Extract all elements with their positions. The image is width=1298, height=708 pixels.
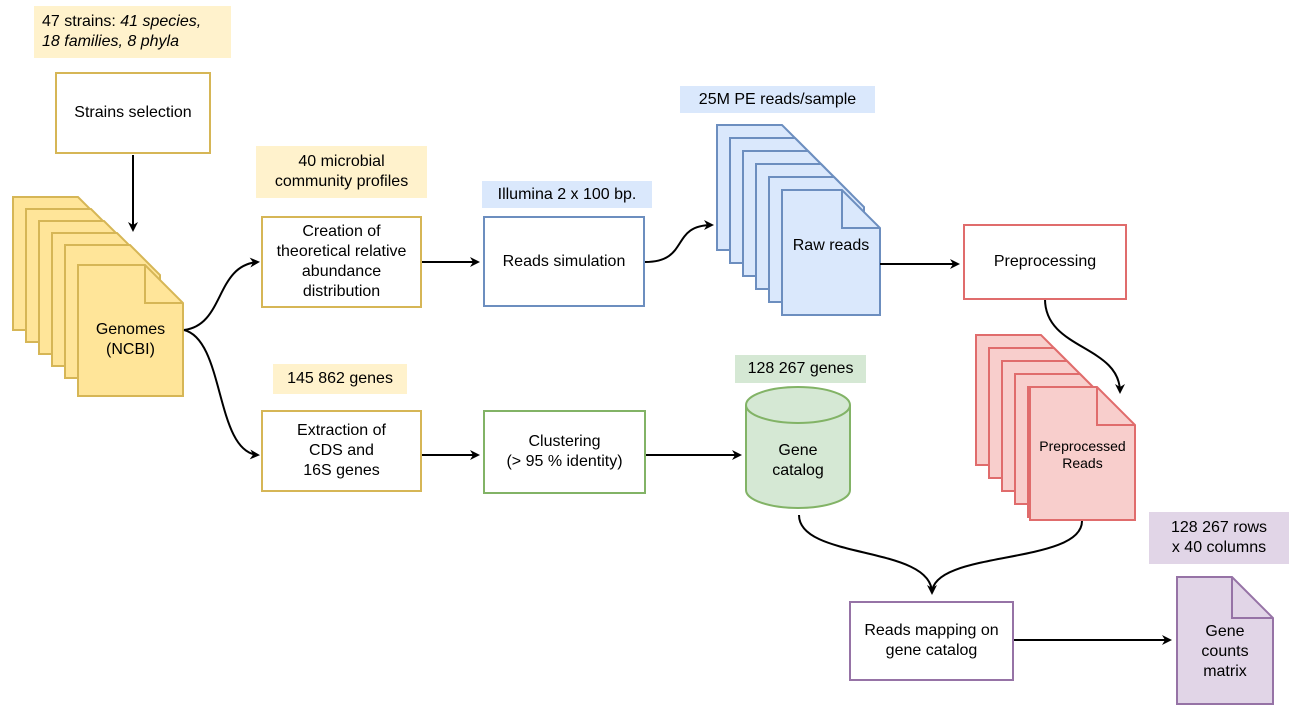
community-profiles-tag: 40 microbial community profiles [256,146,427,198]
genes-count-tag: 145 862 genes [273,364,407,394]
strains-species-text: 41 species, [120,13,202,30]
gene-catalog-database-icon [745,386,851,509]
matrix-size-tag: 128 267 rows x 40 columns [1149,512,1289,564]
connectors [128,155,1172,645]
preprocessed-reads-label: Preprocessed Reads [1039,437,1126,472]
raw-reads-label: Raw reads [792,237,870,254]
strains-count-tag: 47 strains: 41 species, 18 families, 8 p… [34,6,231,58]
gene-catalog-label: Gene catalog [772,442,824,479]
preprocessed-reads-document-stack-icon [975,334,1136,521]
raw-reads-document-stack-icon [716,124,881,316]
arrow-preprocessing-to-preprocessed [1044,298,1125,394]
reads-simulation-box[interactable]: Reads simulation [483,216,645,307]
reads-per-sample-tag: 25M PE reads/sample [680,86,875,113]
preprocessing-box[interactable]: Preprocessing [963,224,1127,300]
strains-families-text: 18 families, 8 phyla [42,33,179,50]
genomes-document-stack-icon [12,196,184,397]
illumina-tag: Illumina 2 x 100 bp. [482,181,652,208]
arrow-genomes-to-creation [183,257,260,331]
arrow-genomes-to-extraction [183,329,260,460]
arrow-preprocessed-to-mapping [931,520,1083,594]
reads-mapping-box[interactable]: Reads mapping on gene catalog [849,601,1014,681]
extraction-box[interactable]: Extraction of CDS and 16S genes [261,410,422,492]
gene-counts-document-icon [1176,576,1274,705]
gene-counts-label: Gene counts matrix [1201,623,1249,680]
strains-count-text: 47 strains: [42,13,121,30]
clustering-box[interactable]: Clustering (> 95 % identity) [483,410,646,494]
creation-distribution-box[interactable]: Creation of theoretical relative abundan… [261,216,422,308]
arrow-simulation-to-raw [644,220,714,263]
catalog-genes-tag: 128 267 genes [735,355,866,383]
genomes-label: Genomes (NCBI) [95,321,166,358]
arrow-catalog-to-mapping [798,514,937,595]
strains-selection-box[interactable]: Strains selection [55,72,211,154]
